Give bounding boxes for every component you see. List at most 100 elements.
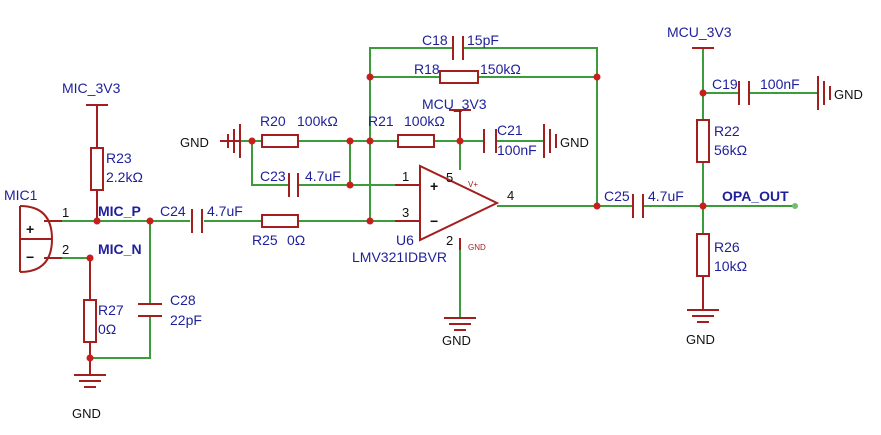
gnd-r20: GND xyxy=(180,124,241,158)
gnd-c21-label: GND xyxy=(560,135,589,150)
mic1-pin1: 1 xyxy=(62,205,69,220)
r21-body xyxy=(397,134,435,148)
u6-plus: + xyxy=(430,178,438,194)
net-mic-p: MIC_P xyxy=(98,203,141,219)
r26-value: 10kΩ xyxy=(714,258,747,274)
c24-value: 4.7uF xyxy=(207,203,243,219)
r21: R21 100kΩ xyxy=(368,113,445,148)
junction-dot xyxy=(456,137,464,145)
r22-body xyxy=(696,119,710,163)
mic1-minus: − xyxy=(26,249,34,265)
r20-value: 100kΩ xyxy=(297,113,338,129)
r25-value: 0Ω xyxy=(287,232,305,248)
gnd-c19-label: GND xyxy=(834,87,863,102)
c23-ref: C23 xyxy=(260,168,286,184)
r20-ref: R20 xyxy=(260,113,286,129)
wire-r21-vplus xyxy=(434,140,461,170)
r25: R25 0Ω xyxy=(252,214,305,248)
r27: R27 0Ω xyxy=(83,299,124,343)
u6-minus: − xyxy=(430,213,438,229)
r22-ref: R22 xyxy=(714,123,740,139)
c21: C21 100nF xyxy=(483,122,537,158)
c18-value: 15pF xyxy=(467,32,499,48)
u6-opamp: 1 3 4 5 2 + − V+ GND U6 LMV321IDBVR xyxy=(352,164,514,265)
r23: R23 2.2kΩ xyxy=(90,147,143,191)
net-opa-out: OPA_OUT xyxy=(722,188,789,204)
r23-value: 2.2kΩ xyxy=(106,169,143,185)
c19-ref: C19 xyxy=(712,76,738,92)
u6-pin1: 1 xyxy=(402,169,409,184)
junction-dot xyxy=(699,89,707,97)
r27-value: 0Ω xyxy=(98,321,116,337)
u6-pin4: 4 xyxy=(507,188,514,203)
junction-dot xyxy=(593,202,601,210)
gnd-opamp: GND xyxy=(442,317,476,348)
u6-part: LMV321IDBVR xyxy=(352,249,447,265)
junction-dot xyxy=(93,217,101,225)
net-mic-3v3: MIC_3V3 xyxy=(62,80,121,96)
c19: C19 100nF xyxy=(712,76,800,105)
r23-body xyxy=(90,147,104,191)
u6-pin5: 5 xyxy=(446,170,453,185)
gnd-r27-label: GND xyxy=(72,406,101,421)
junction-dot xyxy=(346,181,354,189)
wire-c28-bottom xyxy=(90,316,151,359)
r26-ref: R26 xyxy=(714,239,740,255)
gnd-r26-label: GND xyxy=(686,332,715,347)
u6-pin3: 3 xyxy=(402,205,409,220)
r26: R26 10kΩ xyxy=(696,233,747,277)
c25-value: 4.7uF xyxy=(648,188,684,204)
junction-dot xyxy=(593,73,601,81)
r21-ref: R21 xyxy=(368,113,394,129)
c21-ref: C21 xyxy=(497,122,523,138)
c28-value: 22pF xyxy=(170,312,202,328)
gnd-r27: GND xyxy=(72,374,106,421)
net-mcu-3v3-opamp: MCU_3V3 xyxy=(422,96,487,112)
gnd-r26: GND xyxy=(686,309,719,347)
component-leads xyxy=(89,105,704,375)
c25: C25 4.7uF xyxy=(604,188,684,218)
r20: R20 100kΩ xyxy=(260,113,338,148)
r22-value: 56kΩ xyxy=(714,142,747,158)
c23-value: 4.7uF xyxy=(305,168,341,184)
gnd-c19: GND xyxy=(817,76,863,110)
gnd-opamp-label: GND xyxy=(442,333,471,348)
wire-fb-left xyxy=(369,47,453,221)
junctions xyxy=(86,73,798,362)
u6-body xyxy=(419,164,500,242)
r18: R18 150kΩ xyxy=(414,61,521,84)
c25-ref: C25 xyxy=(604,188,630,204)
r23-ref: R23 xyxy=(106,150,132,166)
junction-dot xyxy=(366,217,374,225)
u6-ref: U6 xyxy=(396,232,414,248)
gnd-c21: GND xyxy=(543,124,589,158)
junction-dot xyxy=(699,202,707,210)
r26-body xyxy=(696,233,710,277)
r22: R22 56kΩ xyxy=(696,119,747,163)
net-end-marker xyxy=(792,203,798,209)
wire-fb-right xyxy=(463,47,598,206)
c28-ref: C28 xyxy=(170,292,196,308)
c24: C24 4.7uF xyxy=(160,203,243,233)
junction-dot xyxy=(346,137,354,145)
wire-c23-left xyxy=(251,141,288,186)
r27-ref: R27 xyxy=(98,302,124,318)
c23: C23 4.7uF xyxy=(260,168,341,197)
junction-dot xyxy=(366,137,374,145)
c21-value: 100nF xyxy=(497,142,537,158)
gnd-r20-label: GND xyxy=(180,135,209,150)
r18-value: 150kΩ xyxy=(480,61,521,77)
r18-ref: R18 xyxy=(414,61,440,77)
r20-body xyxy=(261,134,299,148)
junction-dot xyxy=(146,217,154,225)
c18-ref: C18 xyxy=(422,32,448,48)
mic1: MIC1 1 2 + − xyxy=(4,187,69,273)
c19-value: 100nF xyxy=(760,76,800,92)
c28: C28 22pF xyxy=(138,292,202,328)
mic1-pin2: 2 xyxy=(62,242,69,257)
u6-gnd-pin-label: GND xyxy=(468,243,486,252)
c24-ref: C24 xyxy=(160,203,186,219)
u6-vplus: V+ xyxy=(468,180,478,189)
